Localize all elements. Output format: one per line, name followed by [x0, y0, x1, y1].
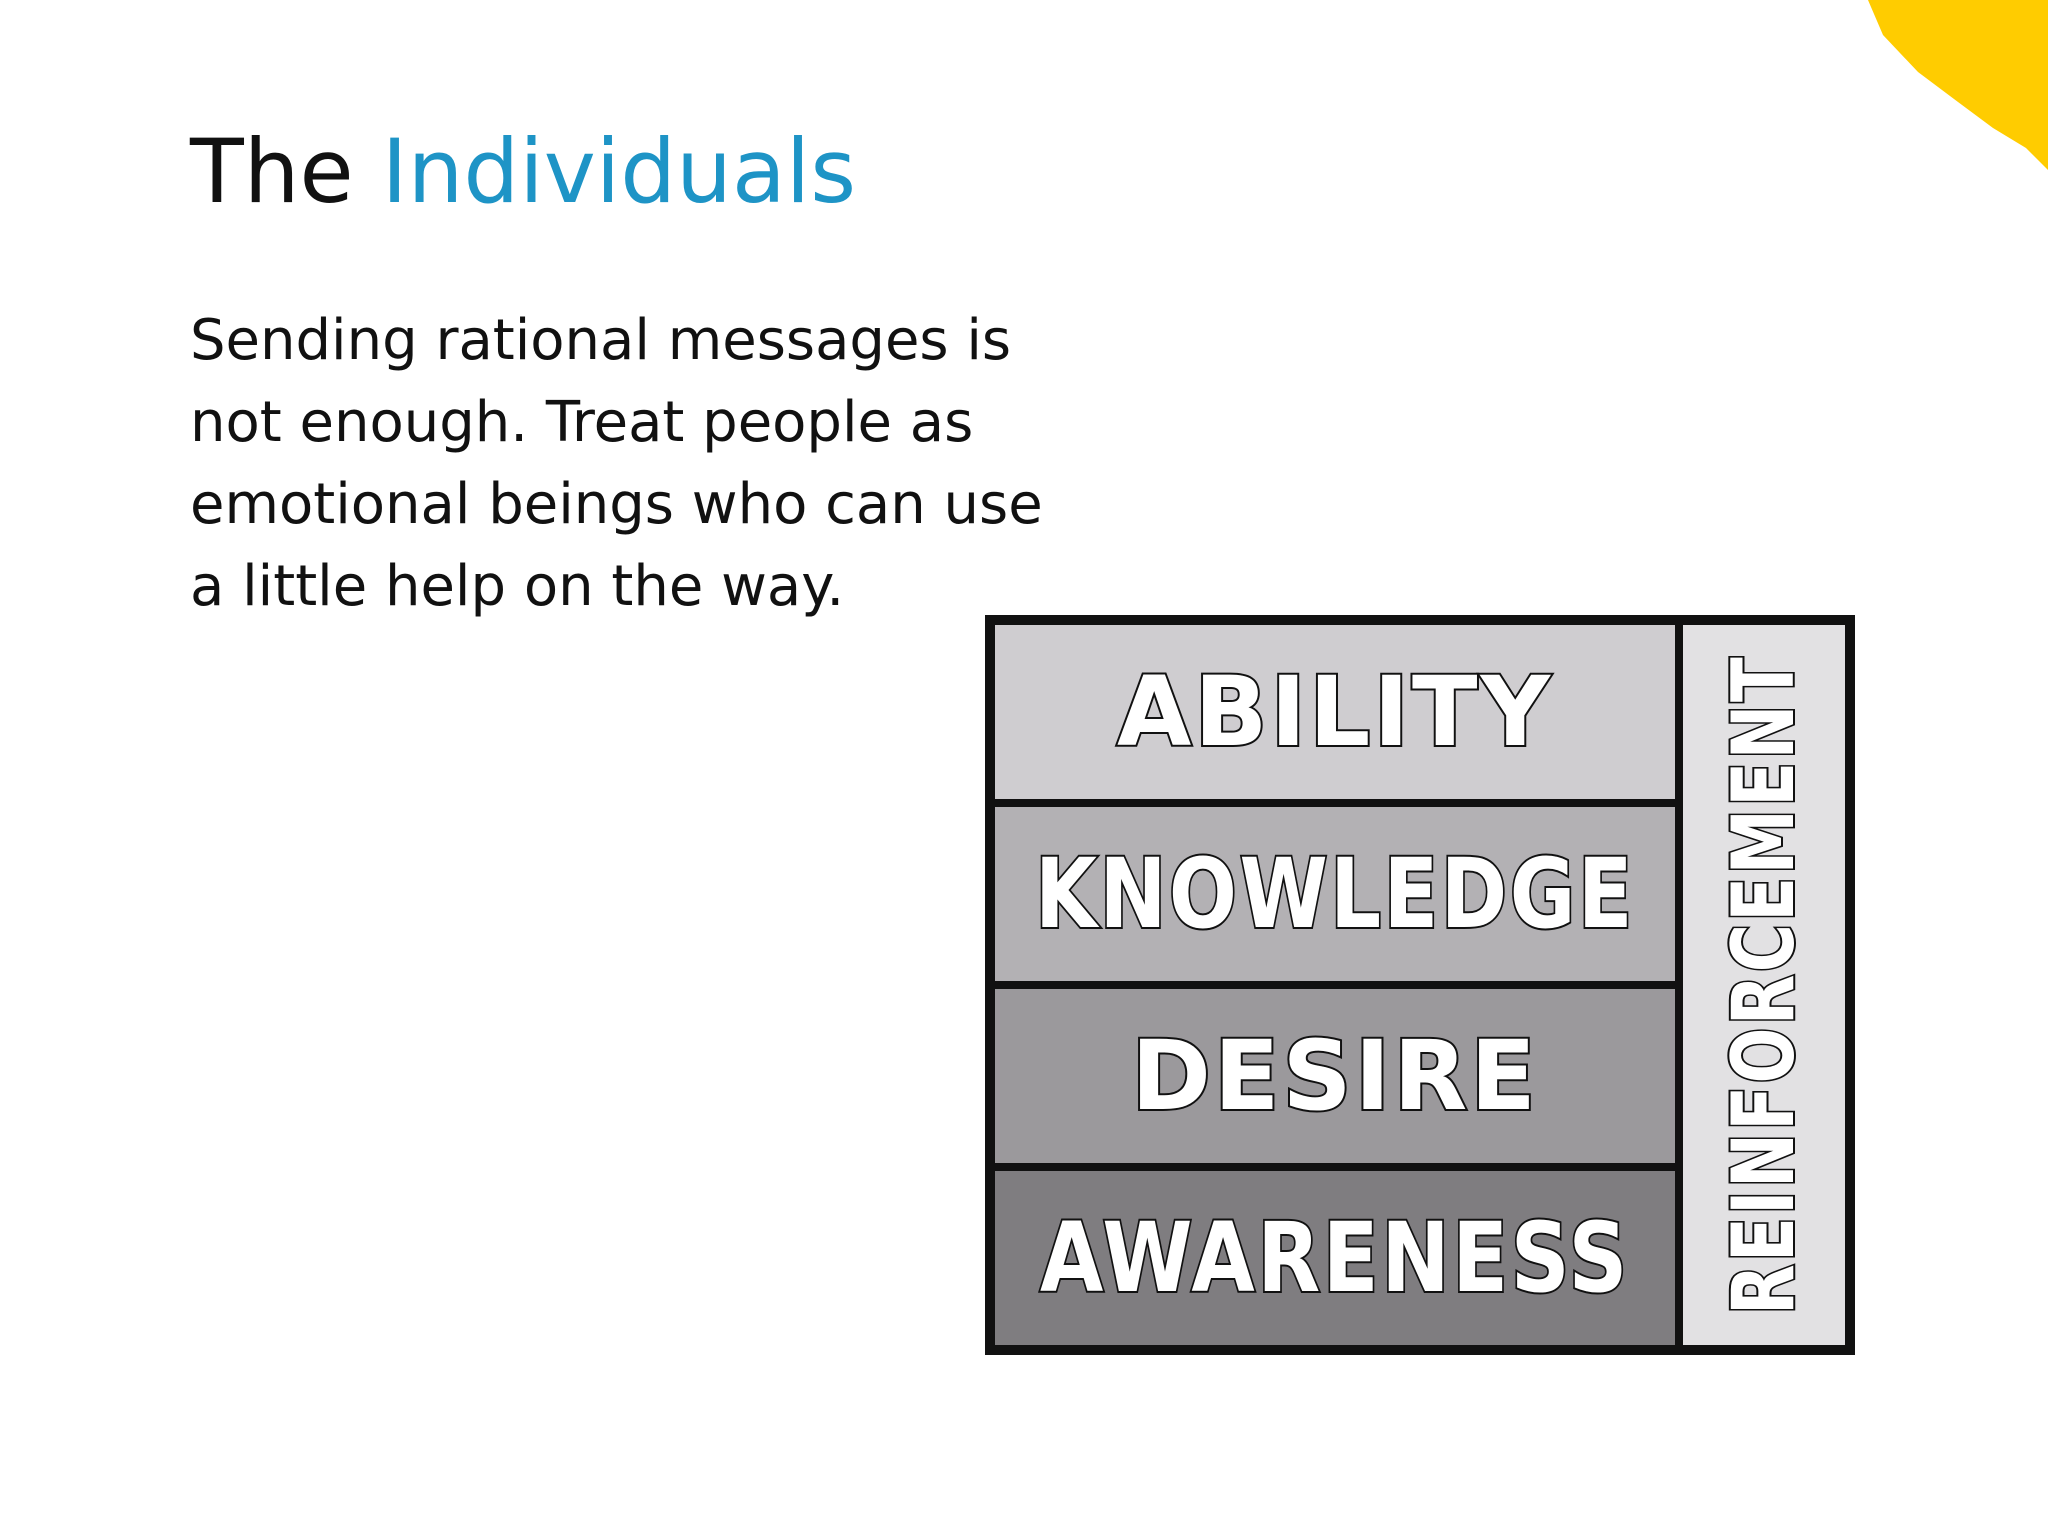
row-awareness [995, 1171, 1675, 1345]
body-text: Sending rational messages is not enough.… [190, 308, 1043, 619]
label-knowledge: KNOWLEDGE [1035, 838, 1635, 950]
label-desire: DESIRE [1131, 1020, 1539, 1132]
title-highlight: Individuals [381, 120, 857, 223]
yellow-corner-shape [1868, 0, 2048, 170]
row-ability [995, 625, 1675, 799]
label-ability: ABILITY [1117, 656, 1553, 768]
title-prefix: The [190, 120, 354, 223]
label-awareness: AWARENESS [1040, 1202, 1630, 1314]
slide-title: The Individuals [190, 122, 856, 222]
adkar-diagram: ABILITY KNOWLEDGE DESIRE AWARENESS REINF… [985, 615, 1855, 1355]
row-knowledge [995, 807, 1675, 981]
row-desire [995, 989, 1675, 1163]
label-reinforcement: REINFORCEMENT [1714, 655, 1814, 1315]
reinforcement-column [1683, 625, 1845, 1345]
